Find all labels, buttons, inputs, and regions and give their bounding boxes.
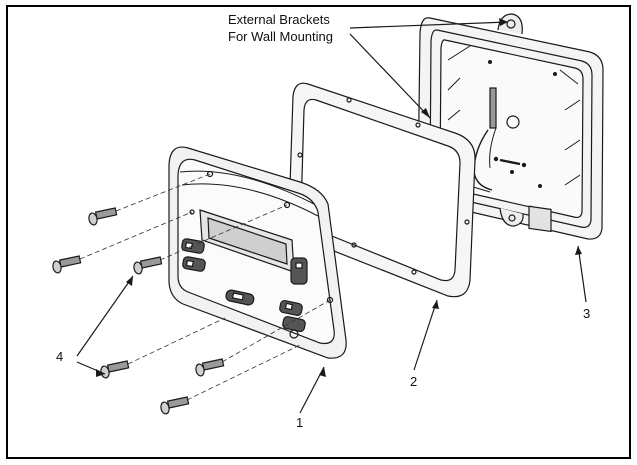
screw bbox=[52, 255, 82, 274]
gasket-part-2 bbox=[288, 82, 476, 298]
screw bbox=[195, 358, 225, 377]
screw bbox=[133, 256, 163, 275]
part-number-2: 2 bbox=[410, 374, 418, 389]
leader-lines bbox=[76, 21, 587, 414]
screws-part-4 bbox=[52, 207, 225, 415]
part-number-4: 4 bbox=[56, 349, 64, 364]
screw bbox=[160, 396, 190, 415]
brackets-callout-line2: For Wall Mounting bbox=[228, 29, 333, 44]
screw bbox=[88, 207, 118, 226]
alignment-lines bbox=[79, 173, 331, 401]
part-number-1: 1 bbox=[296, 415, 304, 430]
front-panel-part-1 bbox=[168, 146, 347, 359]
brackets-callout: External Brackets For Wall Mounting bbox=[228, 11, 333, 45]
leader-arrowheads bbox=[96, 18, 582, 377]
brackets-callout-line1: External Brackets bbox=[228, 12, 330, 27]
part-number-3: 3 bbox=[583, 306, 591, 321]
